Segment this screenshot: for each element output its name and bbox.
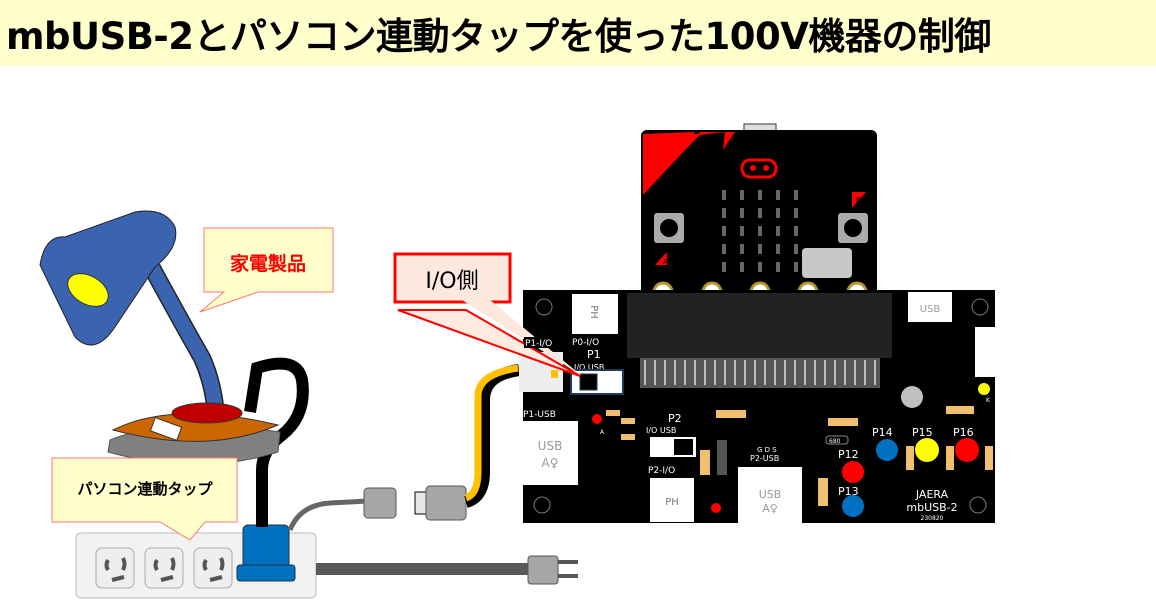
label-date: 230820	[921, 515, 944, 522]
label-p2-io: P2-I/O	[648, 466, 675, 476]
callout-tap: パソコン連動タップ	[51, 457, 238, 541]
led-matrix	[722, 190, 798, 272]
label-p14: P14	[872, 426, 893, 439]
button-b[interactable]	[838, 213, 868, 243]
label-gds: G D S	[757, 446, 777, 454]
button-a[interactable]	[654, 213, 684, 243]
label-usb-top: USB	[920, 304, 941, 315]
label-p1-io: P1-I/O	[525, 339, 552, 349]
label-p1: P1	[587, 348, 601, 361]
usb-cable-end-left	[363, 487, 397, 519]
callout-switch-side: I/O側	[393, 252, 582, 377]
led-p13	[842, 495, 864, 517]
usb-control-cable	[287, 498, 369, 532]
led-p16	[955, 438, 979, 462]
callout-appliance-text: 家電製品	[230, 252, 306, 275]
page-title: mbUSB-2とパソコン連動タップを使った100V機器の制御	[6, 15, 991, 58]
usb-cable-end-right	[414, 485, 467, 521]
led-p12	[842, 461, 864, 483]
power-plug	[527, 555, 578, 585]
desk-lamp	[39, 210, 281, 465]
label-p1-switch: I/O USB	[574, 363, 604, 372]
label-brand: JAERA	[915, 488, 949, 501]
led-p15	[915, 438, 939, 462]
label-p15: P15	[912, 426, 933, 439]
label-a: A	[600, 429, 605, 436]
label-p0-io: P0-I/O	[572, 338, 599, 348]
label-resistor: 680	[829, 438, 841, 445]
label-p1-usb: P1-USB	[523, 410, 556, 420]
callout-appliance: 家電製品	[199, 227, 334, 313]
outlet	[95, 547, 233, 589]
label-usb-a-left: USB	[538, 439, 563, 453]
callout-tap-text: パソコン連動タップ	[77, 480, 213, 498]
label-model: mbUSB-2	[906, 501, 957, 514]
label-button-b: B	[856, 196, 861, 204]
label-usb-a-bottom: USB	[759, 488, 782, 501]
label-p2-usb: P2-USB	[750, 454, 779, 463]
mbusb-2-board: PH P0-I/O P1 I/O USB P1-USB USB A♀ P2 I/…	[519, 290, 995, 523]
callout-switch-side-text: I/O側	[425, 269, 478, 294]
microbit: A B	[641, 123, 877, 303]
label-usb-a-left-sub: A♀	[542, 456, 559, 470]
title-bar: mbUSB-2とパソコン連動タップを使った100V機器の制御	[0, 0, 1156, 66]
led-p14	[876, 439, 898, 461]
label-p2-switch: I/O USB	[646, 426, 676, 435]
label-p2: P2	[668, 412, 682, 425]
label-p12: P12	[838, 448, 859, 461]
label-ph-top: PH	[588, 305, 599, 319]
label-p13: P13	[838, 485, 859, 498]
p1-switch[interactable]	[570, 369, 624, 395]
label-ph-bottom: PH	[665, 497, 679, 508]
p2-switch[interactable]	[650, 437, 696, 457]
label-p1-io-backdrop	[524, 337, 566, 348]
label-p16: P16	[953, 426, 974, 439]
label-button-a: A	[663, 258, 668, 266]
label-k: K	[986, 397, 991, 404]
power-strip	[75, 524, 578, 599]
label-usb-a-bottom-sub: A♀	[762, 502, 778, 515]
